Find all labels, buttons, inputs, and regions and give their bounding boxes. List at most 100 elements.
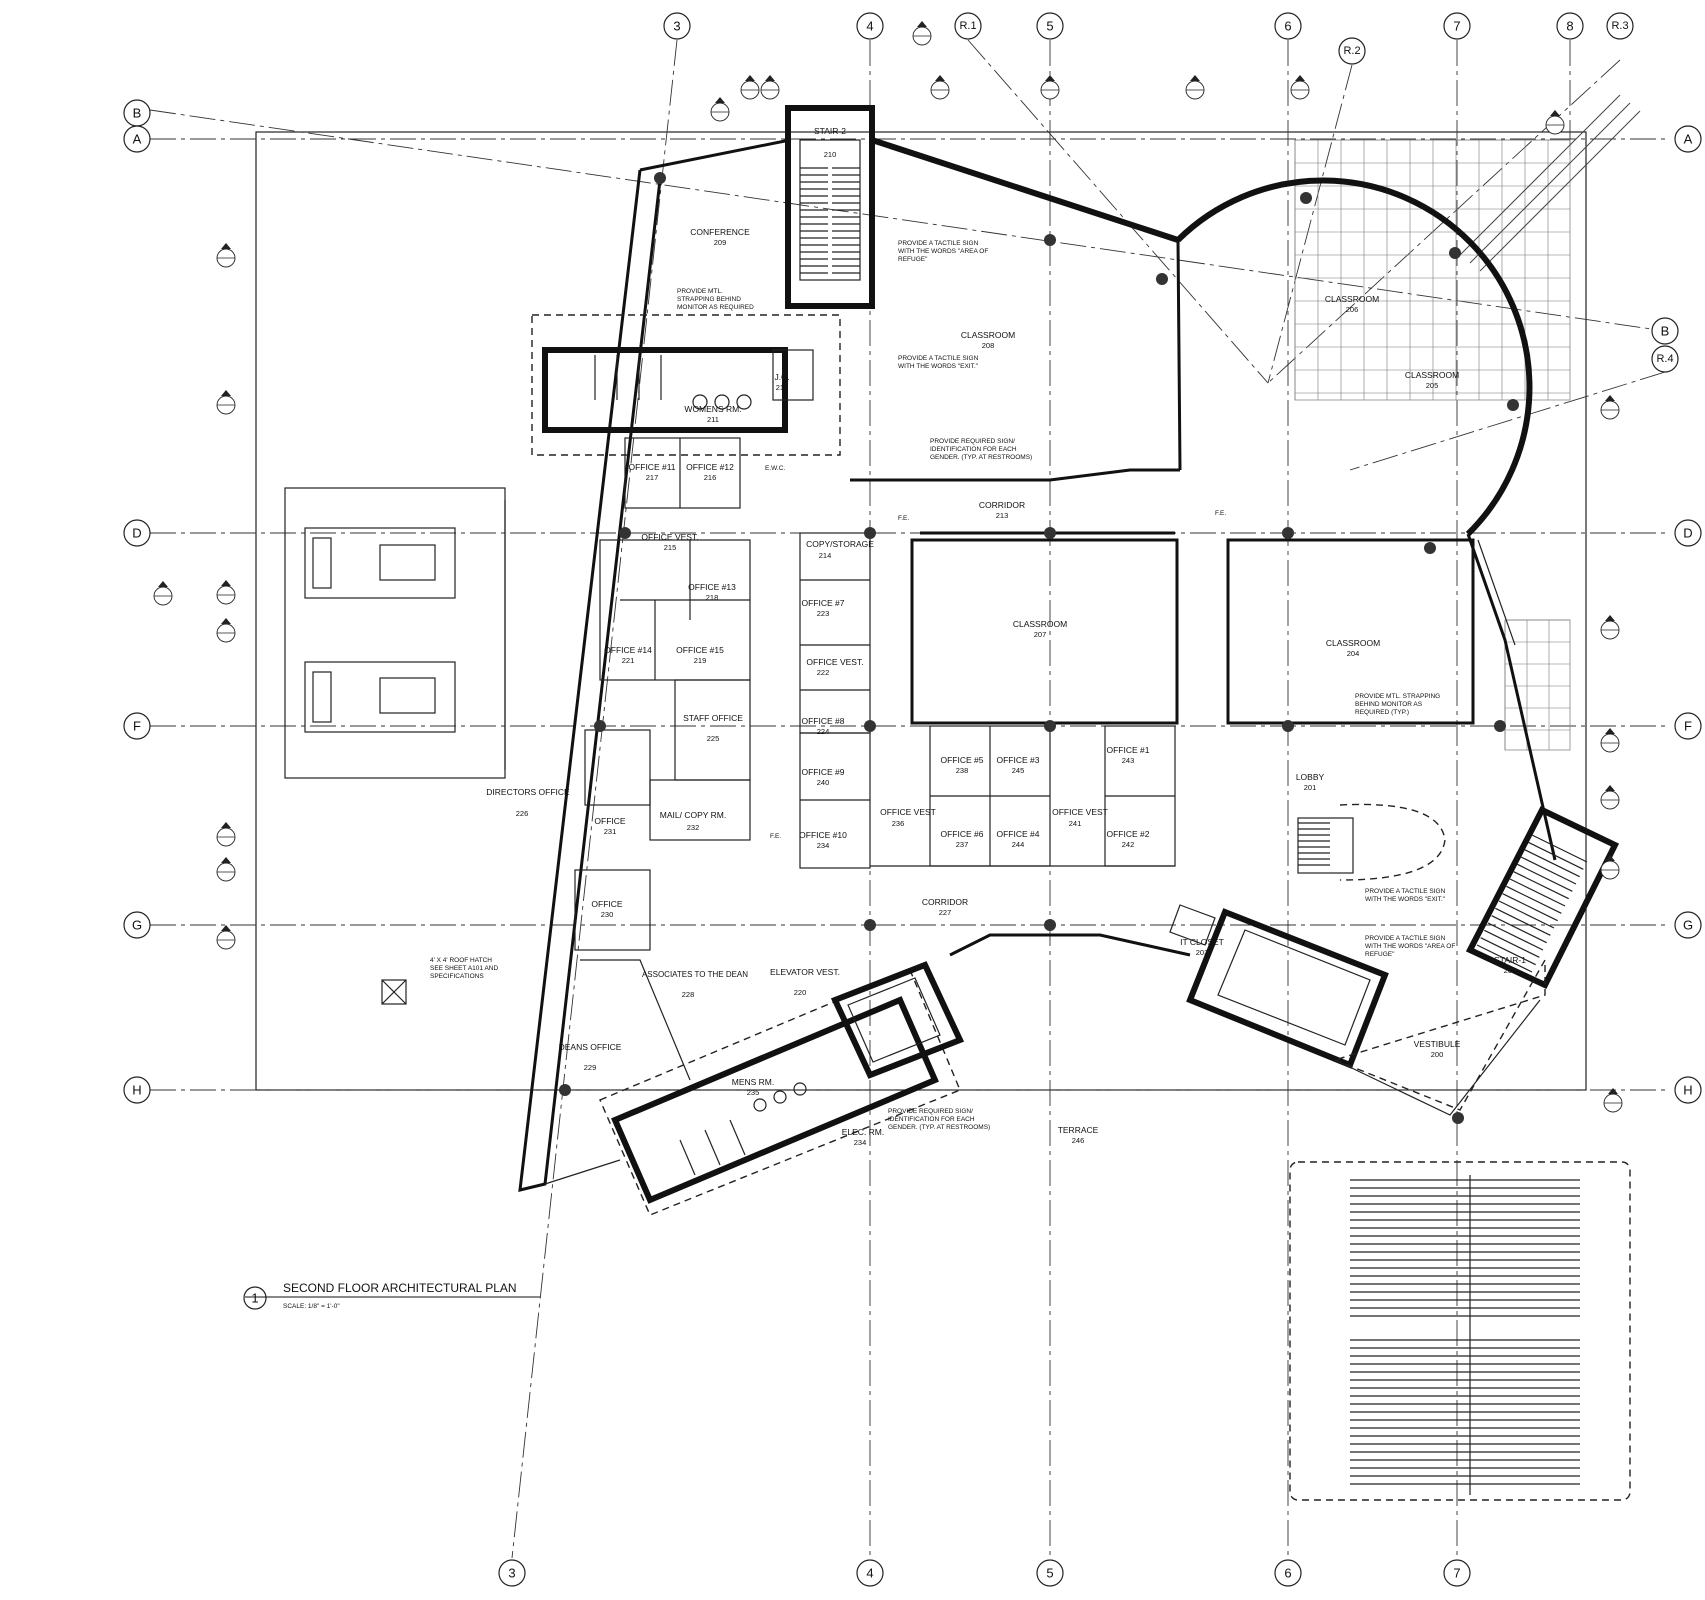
grid-left-a: A xyxy=(133,132,142,147)
grid-bottom-4: 4 xyxy=(866,1566,873,1581)
vestibule xyxy=(1332,957,1546,1116)
room-classroom-207-name: CLASSROOM xyxy=(1013,619,1067,629)
room-directors-name: DIRECTORS OFFICE xyxy=(486,787,570,797)
room-directors-num: 226 xyxy=(516,809,529,818)
room-office-5-name: OFFICE #5 xyxy=(941,755,984,765)
room-office-vest-222-name: OFFICE VEST. xyxy=(806,657,863,667)
room-it-closet-num: 203 xyxy=(1196,948,1209,957)
room-labels: CONFERENCE 209 CLASSROOM 208 CLASSROOM 2… xyxy=(486,227,1460,1147)
room-office-vest-222-num: 222 xyxy=(817,668,830,677)
note-ewc: E.W.C. xyxy=(765,465,785,472)
stair-2: STAIR-2 210 xyxy=(785,105,875,309)
room-classroom-205-name: CLASSROOM xyxy=(1405,370,1459,380)
room-mens-name: MENS RM. xyxy=(732,1077,775,1087)
room-classroom-207-num: 207 xyxy=(1034,630,1047,639)
title-number-bubble xyxy=(243,1286,267,1310)
room-office-9-num: 240 xyxy=(817,778,830,787)
room-office-2-name: OFFICE #2 xyxy=(1107,829,1150,839)
grid-bubbles-left: B A D F G H xyxy=(123,99,151,1104)
grid-top-7: 7 xyxy=(1453,19,1460,34)
room-conference-name: CONFERENCE xyxy=(690,227,750,237)
it-closet-elevator: IT CLOSET 203 xyxy=(1169,904,1389,1069)
note-tactile-exit-2: PROVIDE A TACTILE SIGN WITH THE WORDS "E… xyxy=(1365,888,1447,903)
note-fe-3: F.E. xyxy=(770,833,781,840)
room-office-10-name: OFFICE #10 xyxy=(799,830,847,840)
room-classroom-206-name: CLASSROOM xyxy=(1325,294,1379,304)
note-tactile-refuge-1: PROVIDE A TACTILE SIGN WITH THE WORDS "A… xyxy=(898,240,990,263)
room-elec-name: ELEC. RM. xyxy=(842,1127,885,1137)
title-scale: SCALE: 1/8" = 1'-0" xyxy=(283,1303,340,1310)
section-markers xyxy=(153,21,1623,1113)
room-office-7-name: OFFICE #7 xyxy=(802,598,845,608)
room-it-closet-name: IT CLOSET xyxy=(1180,937,1224,947)
room-office-3-name: OFFICE #3 xyxy=(997,755,1040,765)
room-copy-storage-num: 214 xyxy=(819,551,832,560)
room-office-8-num: 224 xyxy=(817,727,830,736)
room-office-vest-236-name: OFFICE VEST xyxy=(880,807,936,817)
room-jc-num: 212 xyxy=(776,383,789,392)
room-corridor-213-num: 213 xyxy=(996,511,1009,520)
room-classroom-204-num: 204 xyxy=(1347,649,1360,658)
room-office-1-num: 243 xyxy=(1122,756,1135,765)
grid-bottom-6: 6 xyxy=(1284,1566,1291,1581)
room-lobby-num: 201 xyxy=(1304,783,1317,792)
room-office-5-num: 238 xyxy=(956,766,969,775)
room-lobby-name: LOBBY xyxy=(1296,772,1325,782)
room-womens-num: 211 xyxy=(707,415,719,424)
mechanical-units xyxy=(284,487,506,779)
room-office-6-name: OFFICE #6 xyxy=(941,829,984,839)
room-stair-1-name: STAIR-1 xyxy=(1494,955,1526,965)
room-office-8-name: OFFICE #8 xyxy=(802,716,845,726)
room-office-vest-215-num: 215 xyxy=(664,543,677,552)
grid-top-6: 6 xyxy=(1284,19,1291,34)
room-elec-num: 234 xyxy=(854,1138,867,1147)
grid-lines xyxy=(149,39,1666,1559)
room-office-4-num: 244 xyxy=(1012,840,1025,849)
grid-bubbles-top: 3 4 R.1 5 6 R.2 7 8 R.3 xyxy=(663,12,1634,65)
room-staff-office-num: 225 xyxy=(707,734,720,743)
room-stair-2-num: 210 xyxy=(824,150,837,159)
room-office-vest-215-name: OFFICE VEST. xyxy=(641,532,698,542)
room-office-vest-241-num: 241 xyxy=(1069,819,1082,828)
note-roof-hatch: 4' X 4' ROOF HATCH SEE SHEET A101 AND SP… xyxy=(430,957,500,980)
room-office-7-num: 223 xyxy=(817,609,830,618)
structural-columns xyxy=(559,172,1519,1124)
room-stair-2-name: STAIR-2 xyxy=(814,126,846,136)
elevator-shaft xyxy=(830,961,965,1079)
grid-left-g: G xyxy=(132,918,142,933)
note-fe-1: F.E. xyxy=(898,515,909,522)
grid-bottom-5: 5 xyxy=(1046,1566,1053,1581)
room-mail-copy-num: 232 xyxy=(687,823,700,832)
grid-top-r1: R.1 xyxy=(959,20,976,32)
note-tactile-refuge-2: PROVIDE A TACTILE SIGN WITH THE WORDS "A… xyxy=(1365,935,1457,958)
room-terrace-name: TERRACE xyxy=(1058,1125,1099,1135)
room-classroom-208-num: 208 xyxy=(982,341,995,350)
room-womens-name: WOMENS RM. xyxy=(684,404,741,414)
room-office-231-name: OFFICE xyxy=(594,816,625,826)
grid-right-h: H xyxy=(1683,1083,1692,1098)
room-office-vest-236-num: 236 xyxy=(892,819,905,828)
note-signage-1: PROVIDE REQUIRED SIGN/ IDENTIFICATION FO… xyxy=(930,438,1032,461)
room-office-15-name: OFFICE #15 xyxy=(676,645,724,655)
lobby-stair xyxy=(1297,803,1446,881)
grid-right-r4: R.4 xyxy=(1656,353,1673,365)
note-signage-2: PROVIDE REQUIRED SIGN/ IDENTIFICATION FO… xyxy=(888,1108,990,1131)
grid-left-d: D xyxy=(132,526,141,541)
grid-left-h: H xyxy=(132,1083,141,1098)
room-classroom-206-num: 206 xyxy=(1346,305,1359,314)
annotation-notes: PROVIDE A TACTILE SIGN WITH THE WORDS "A… xyxy=(430,240,1457,1131)
room-office-230-name: OFFICE xyxy=(591,899,622,909)
room-associates-num: 228 xyxy=(682,990,695,999)
room-corridor-213-name: CORRIDOR xyxy=(979,500,1025,510)
grid-left-b: B xyxy=(133,106,142,121)
grid-right-d: D xyxy=(1683,526,1692,541)
room-staff-office-name: STAFF OFFICE xyxy=(683,713,743,723)
room-mail-copy-name: MAIL/ COPY RM. xyxy=(660,810,726,820)
room-vestibule-num: 200 xyxy=(1431,1050,1444,1059)
grid-right-g: G xyxy=(1683,918,1693,933)
room-deans-name: DEANS OFFICE xyxy=(559,1042,622,1052)
room-elevator-vest-name: ELEVATOR VEST. xyxy=(770,967,840,977)
room-office-11-num: 217 xyxy=(646,473,659,482)
room-terrace-num: 246 xyxy=(1072,1136,1085,1145)
